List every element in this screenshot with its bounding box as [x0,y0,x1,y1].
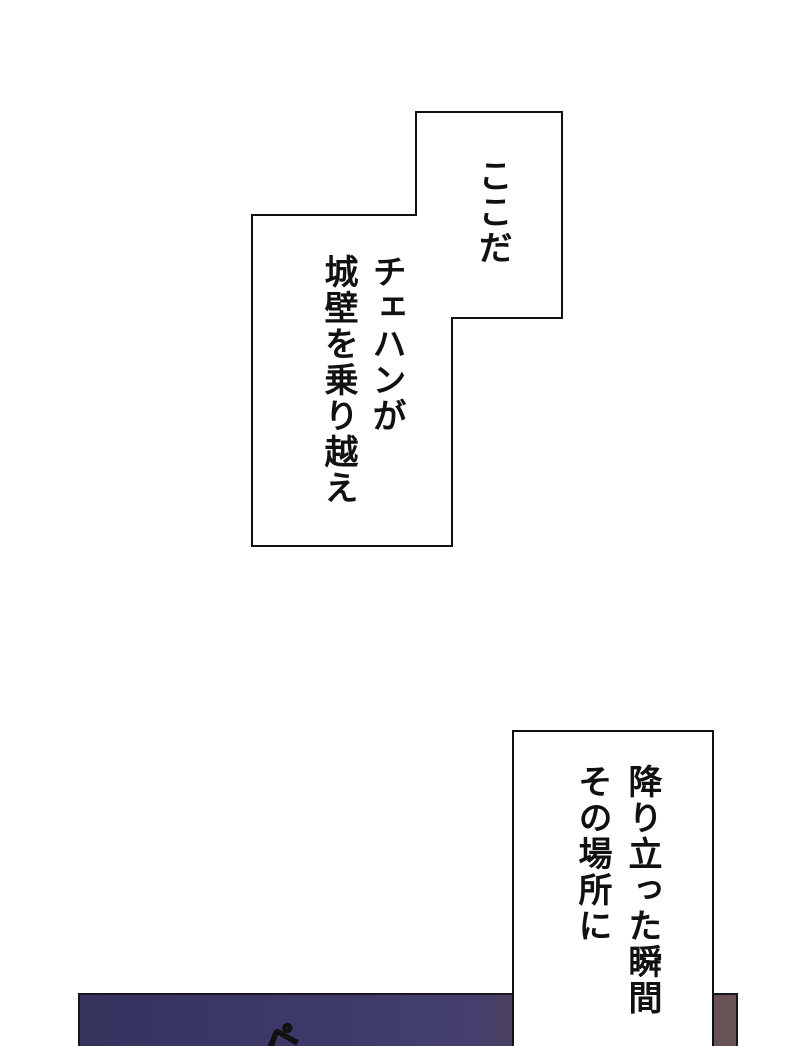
caption-1-line-1: ここだ [472,158,512,266]
caption-2-line-2: その場所に [572,764,612,944]
caption-1-line-3: 城壁を乗り越え [318,254,358,506]
caption-box-2 [512,730,714,1046]
sound-effect: ぺ [261,1016,302,1046]
caption-2-line-1: 降り立った瞬間 [622,764,662,1016]
caption-1-line-2: チェハンが [366,254,406,434]
